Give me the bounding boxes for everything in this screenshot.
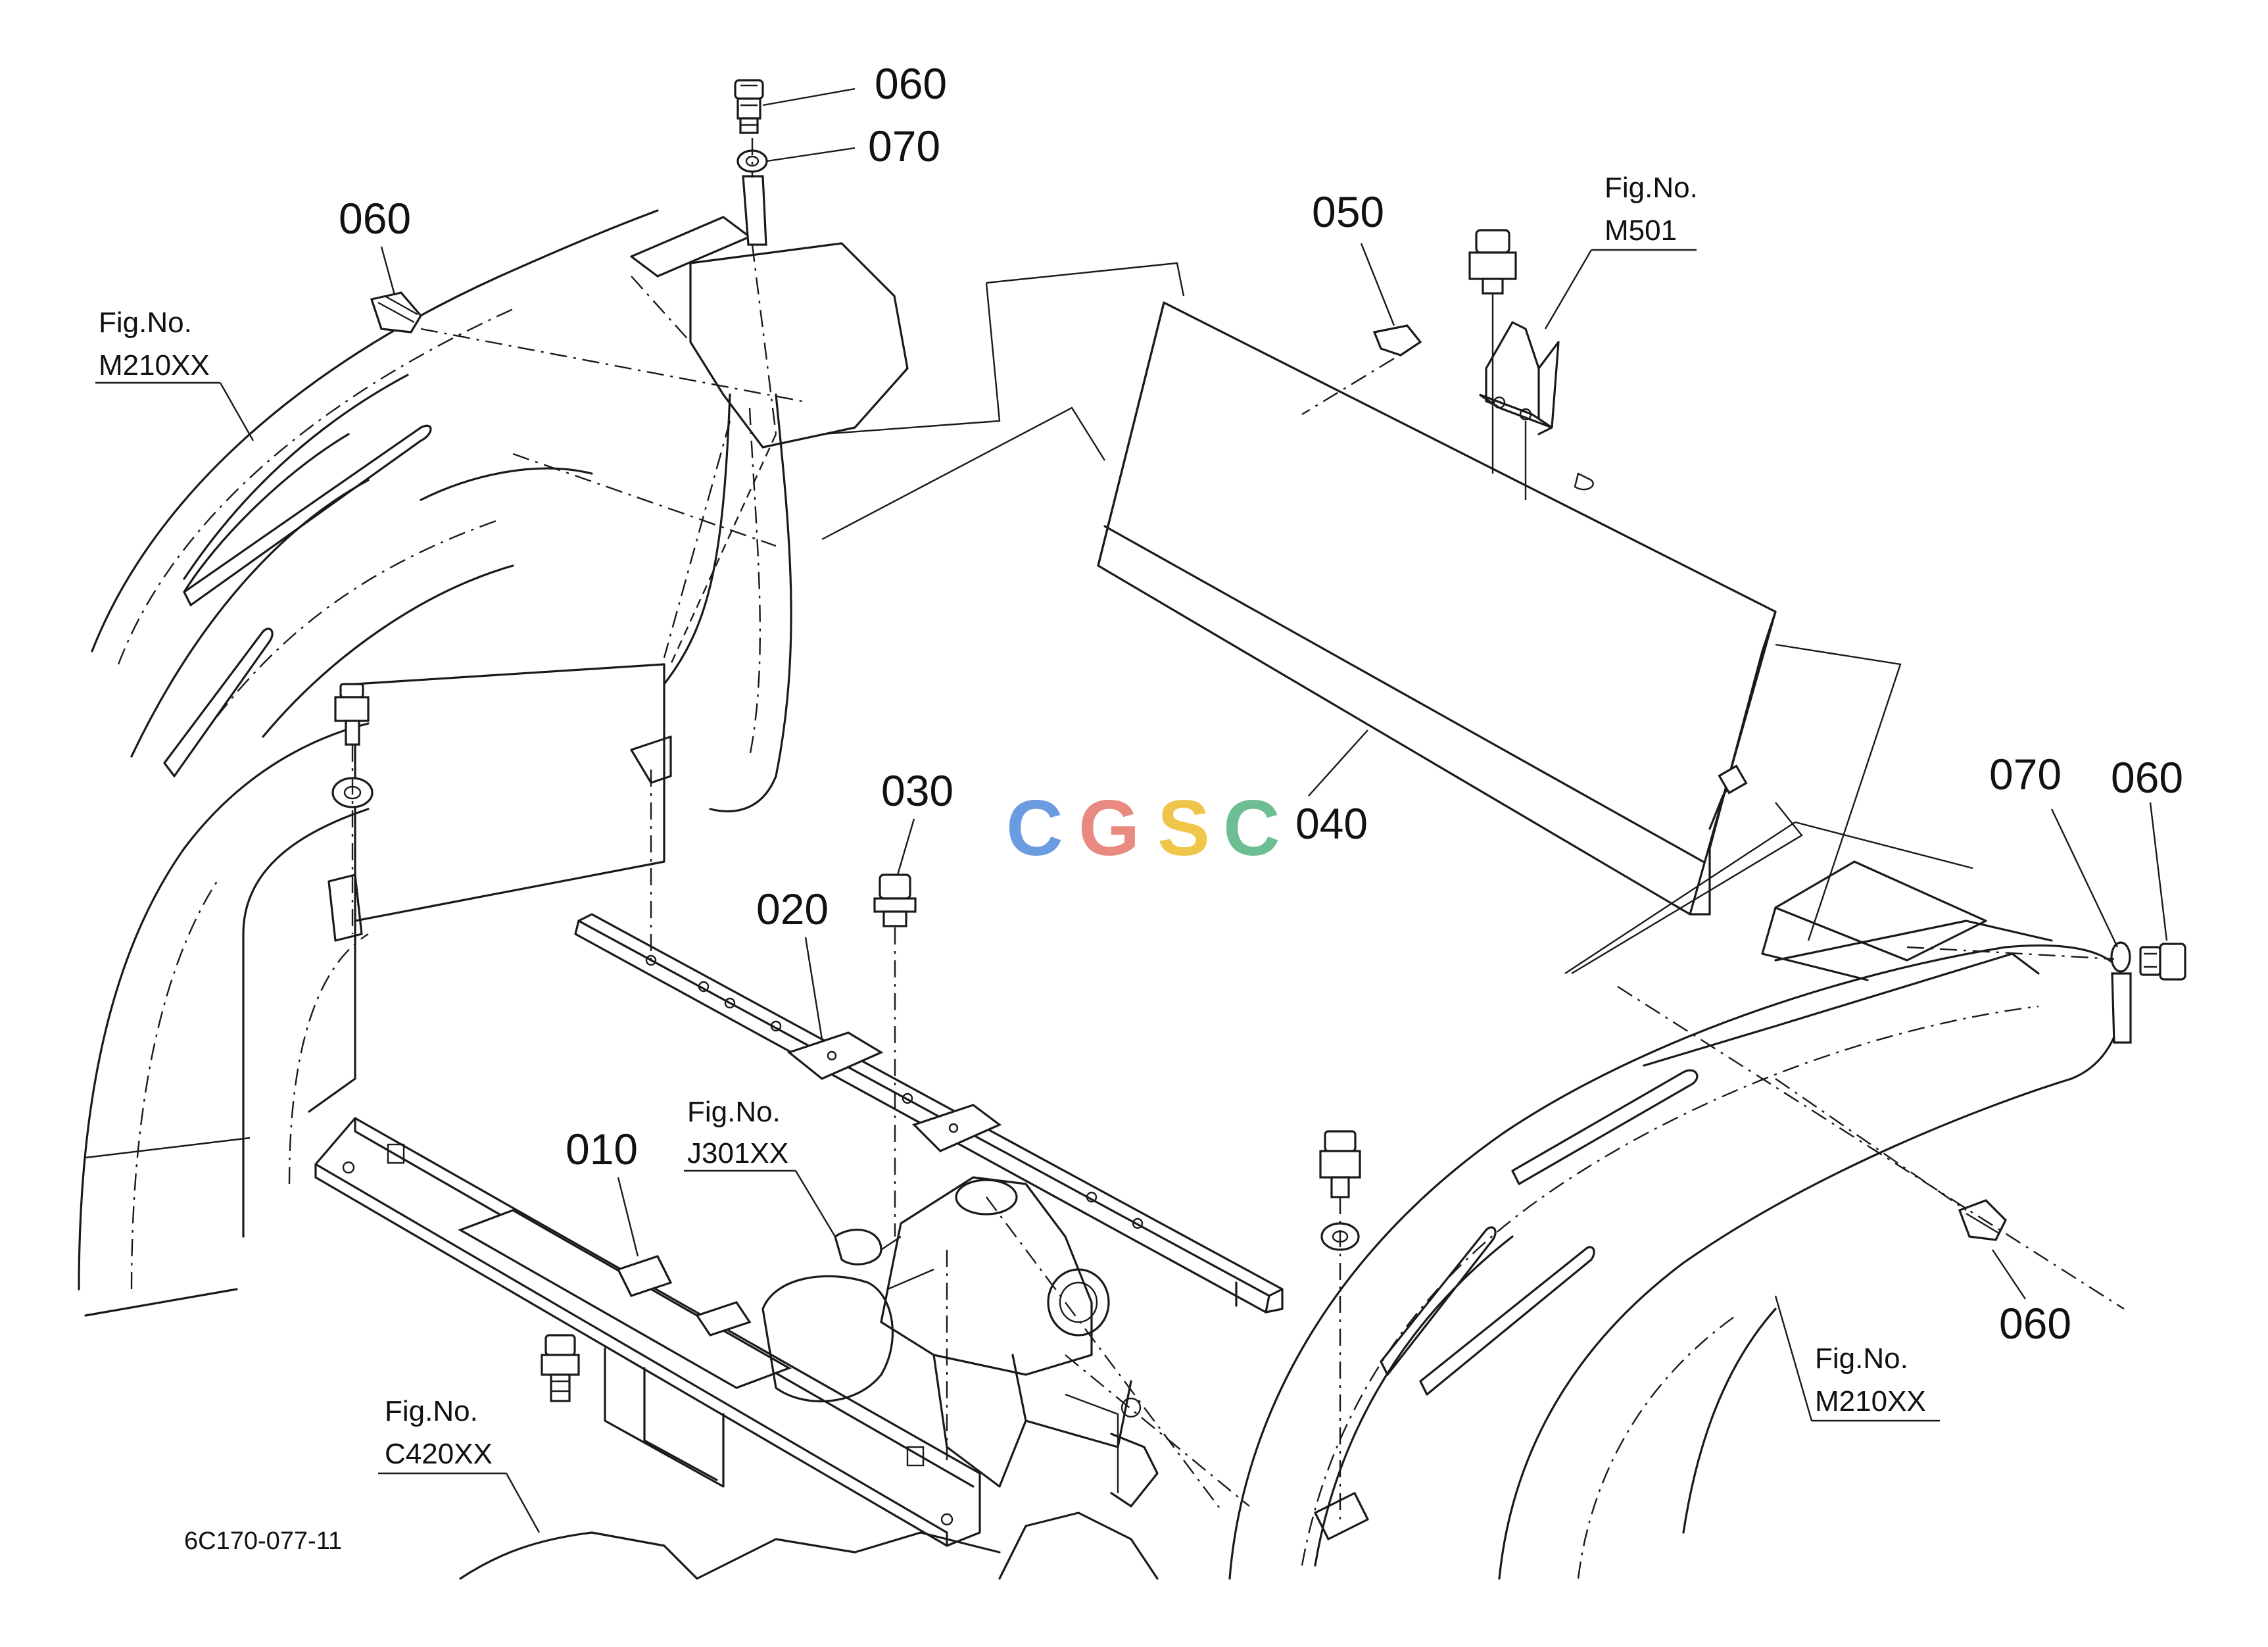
bracket-m501 — [1479, 283, 1594, 500]
label-020: 020 — [756, 885, 829, 933]
label-040: 040 — [1295, 799, 1368, 848]
bolt-060-bottom-right-icon — [1958, 1199, 2007, 1241]
figref-c420-line2: C420XX — [385, 1438, 493, 1470]
left-inner-panel — [308, 393, 792, 1113]
label-060-left: 060 — [339, 194, 411, 243]
figref-m501-line2: M501 — [1604, 214, 1677, 247]
figref-m210-right-line2: M210XX — [1815, 1385, 1926, 1417]
bolt-060-top-icon — [734, 79, 764, 134]
alignment-lines — [512, 244, 2125, 1310]
bracket-020 — [574, 770, 1284, 1314]
right-fender — [1228, 821, 2125, 1580]
label-060-bottom-right: 060 — [1999, 1299, 2071, 1348]
watermark-letter-1: C — [1006, 784, 1063, 872]
label-010: 010 — [566, 1125, 638, 1173]
washer-070-right-icon — [2110, 941, 2132, 1044]
figure-references: Fig.No. M210XX Fig.No. M501 Fig.No. J301… — [99, 172, 1926, 1470]
label-060-top: 060 — [875, 59, 947, 108]
label-070-top: 070 — [868, 122, 940, 170]
label-050: 050 — [1312, 187, 1384, 236]
figref-m210-left-line2: M210XX — [99, 349, 210, 381]
label-060-right: 060 — [2111, 753, 2183, 802]
bolt-lower-left-icon — [541, 1334, 580, 1402]
fasteners — [331, 79, 2186, 1540]
bolt-right-fender-icon — [1319, 1130, 1361, 1198]
watermark-letter-2: G — [1078, 784, 1140, 872]
bolt-m501-icon — [1468, 229, 1517, 295]
watermark-letter-3: S — [1157, 784, 1210, 872]
figref-j301-line1: Fig.No. — [687, 1096, 781, 1128]
bracket-010 — [314, 1117, 981, 1547]
label-030: 030 — [881, 766, 953, 815]
figref-m501-line1: Fig.No. — [1604, 172, 1698, 204]
part-labels: 060 070 060 050 030 020 010 040 070 060 … — [339, 59, 2183, 1348]
clip-050-icon — [1301, 324, 1422, 416]
figref-c420-line1: Fig.No. — [385, 1395, 478, 1427]
left-fender — [78, 209, 909, 1317]
figref-m210-left-line1: Fig.No. — [99, 307, 192, 339]
leader-lines — [95, 87, 2168, 1533]
bolt-030-icon — [873, 873, 917, 927]
figref-j301-line2: J301XX — [687, 1137, 788, 1169]
label-070-right: 070 — [1989, 750, 2062, 799]
figref-m210-right-line1: Fig.No. — [1815, 1342, 1908, 1375]
bolt-left-panel-icon — [334, 683, 370, 746]
watermark-logo: C G S C — [1006, 784, 1280, 872]
bolt-060-left-icon — [370, 291, 422, 333]
shield-040 — [821, 262, 1902, 975]
gearbox-j301 — [459, 1176, 1250, 1580]
drawing-code: 6C170-077-11 — [184, 1527, 342, 1555]
bolt-060-right-icon — [2139, 943, 2186, 981]
watermark-letter-4: C — [1223, 784, 1280, 872]
